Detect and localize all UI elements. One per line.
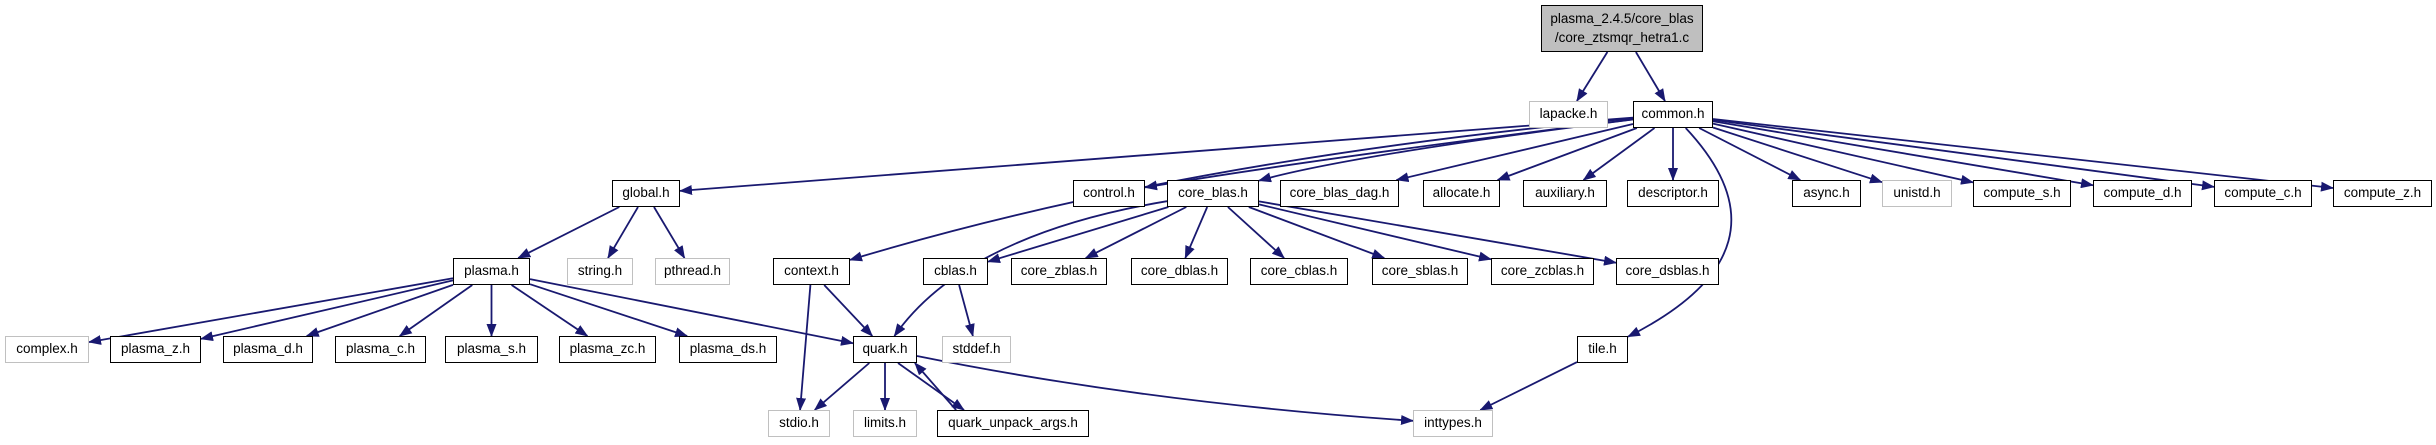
edge-common-to-async	[1698, 127, 1802, 181]
edge-common-to-compute-c	[1712, 119, 2215, 191]
edge-common-to-context	[849, 117, 1634, 262]
node-pthread: pthread.h	[655, 258, 730, 285]
node-global[interactable]: global.h	[612, 180, 680, 207]
edge-common-to-tile	[1627, 127, 1733, 338]
edge-common-to-compute-s	[1712, 122, 1974, 185]
node-core-dsblas[interactable]: core_dsblas.h	[1616, 258, 1719, 285]
node-cblas[interactable]: cblas.h	[923, 258, 988, 285]
node-context[interactable]: context.h	[773, 258, 850, 285]
edge-core-blas-to-quark	[893, 200, 1168, 337]
node-core-blas-dag[interactable]: core_blas_dag.h	[1280, 180, 1399, 207]
node-compute-d[interactable]: compute_d.h	[2093, 180, 2192, 207]
edge-core-blas-to-core-cblas	[1227, 206, 1285, 259]
node-compute-z[interactable]: compute_z.h	[2333, 180, 2432, 207]
edge-core-blas-to-core-dblas	[1184, 206, 1209, 259]
edge-common-to-unistd	[1712, 126, 1883, 184]
edge-core-blas-to-core-zcblas	[1258, 203, 1492, 262]
edge-tile-to-inttypes	[1479, 361, 1578, 411]
edge-global-to-plasma	[517, 206, 620, 259]
node-core-zcblas[interactable]: core_zcblas.h	[1491, 258, 1594, 285]
edge-core-blas-to-core-sblas	[1248, 206, 1386, 259]
node-compute-s[interactable]: compute_s.h	[1973, 180, 2071, 207]
edge-plasma-to-plasma-z	[200, 279, 454, 342]
edge-quark-unpack-args-to-quark	[914, 362, 957, 411]
node-plasma-d[interactable]: plasma_d.h	[223, 336, 313, 363]
node-quark[interactable]: quark.h	[853, 336, 917, 363]
edge-plasma-to-plasma-d	[305, 284, 454, 337]
edge-common-to-core-blas	[1258, 118, 1634, 183]
edge-quark-to-inttypes	[916, 355, 1414, 425]
edge-common-to-core-blas-dag	[1395, 123, 1634, 183]
node-inttypes: inttypes.h	[1413, 410, 1493, 437]
edge-core-blas-to-core-zblas	[1084, 206, 1187, 259]
edge-global-to-pthread	[653, 206, 686, 259]
edge-plasma-to-plasma-ds	[529, 283, 689, 337]
edge-core-blas-to-core-dsblas	[1258, 200, 1617, 266]
node-core-dblas[interactable]: core_dblas.h	[1131, 258, 1228, 285]
edge-common-to-auxiliary	[1582, 127, 1656, 181]
node-core-sblas[interactable]: core_sblas.h	[1372, 258, 1468, 285]
node-plasma-z[interactable]: plasma_z.h	[110, 336, 201, 363]
node-string: string.h	[567, 258, 633, 285]
edge-plasma-to-plasma-c	[398, 284, 473, 337]
node-complex: complex.h	[5, 336, 89, 363]
node-tile[interactable]: tile.h	[1577, 336, 1628, 363]
node-root: plasma_2.4.5/core_blas /core_ztsmqr_hetr…	[1541, 5, 1703, 52]
node-core-cblas[interactable]: core_cblas.h	[1250, 258, 1348, 285]
node-plasma-zc[interactable]: plasma_zc.h	[559, 336, 656, 363]
node-compute-c[interactable]: compute_c.h	[2214, 180, 2312, 207]
edge-global-to-string	[607, 206, 639, 259]
edge-plasma-to-quark	[529, 278, 854, 346]
node-plasma-s[interactable]: plasma_s.h	[445, 336, 538, 363]
edge-context-to-stdio	[796, 284, 812, 411]
node-core-blas[interactable]: core_blas.h	[1167, 180, 1259, 207]
node-common[interactable]: common.h	[1633, 101, 1713, 128]
node-descriptor[interactable]: descriptor.h	[1627, 180, 1719, 207]
edge-common-to-compute-z	[1712, 118, 2334, 192]
edge-core-blas-to-cblas	[987, 206, 1169, 264]
node-plasma-ds[interactable]: plasma_ds.h	[679, 336, 777, 363]
node-core-zblas[interactable]: core_zblas.h	[1011, 258, 1107, 285]
node-quark-unpack-args[interactable]: quark_unpack_args.h	[937, 410, 1089, 437]
edge-plasma-to-plasma-zc	[511, 284, 589, 337]
edge-cblas-to-stddef	[958, 284, 975, 337]
node-lapacke: lapacke.h	[1529, 101, 1608, 128]
node-limits: limits.h	[853, 410, 917, 437]
edge-common-to-global	[679, 116, 1634, 195]
node-control[interactable]: control.h	[1073, 180, 1145, 207]
node-plasma[interactable]: plasma.h	[453, 258, 530, 285]
edge-context-to-quark	[823, 284, 873, 337]
edge-quark-to-stdio	[813, 362, 870, 411]
edge-root-to-common	[1635, 51, 1666, 102]
node-stddef: stddef.h	[942, 336, 1011, 363]
edge-common-to-compute-d	[1712, 120, 2094, 189]
edge-common-to-allocate	[1496, 127, 1638, 181]
node-allocate[interactable]: allocate.h	[1423, 180, 1500, 207]
node-plasma-c[interactable]: plasma_c.h	[335, 336, 426, 363]
node-auxiliary[interactable]: auxiliary.h	[1523, 180, 1607, 207]
edge-plasma-to-complex	[88, 277, 454, 345]
node-async[interactable]: async.h	[1792, 180, 1861, 207]
node-unistd: unistd.h	[1882, 180, 1952, 207]
node-stdio: stdio.h	[768, 410, 830, 437]
edge-root-to-lapacke	[1576, 51, 1609, 102]
edge-quark-to-quark-unpack-args	[897, 362, 965, 411]
